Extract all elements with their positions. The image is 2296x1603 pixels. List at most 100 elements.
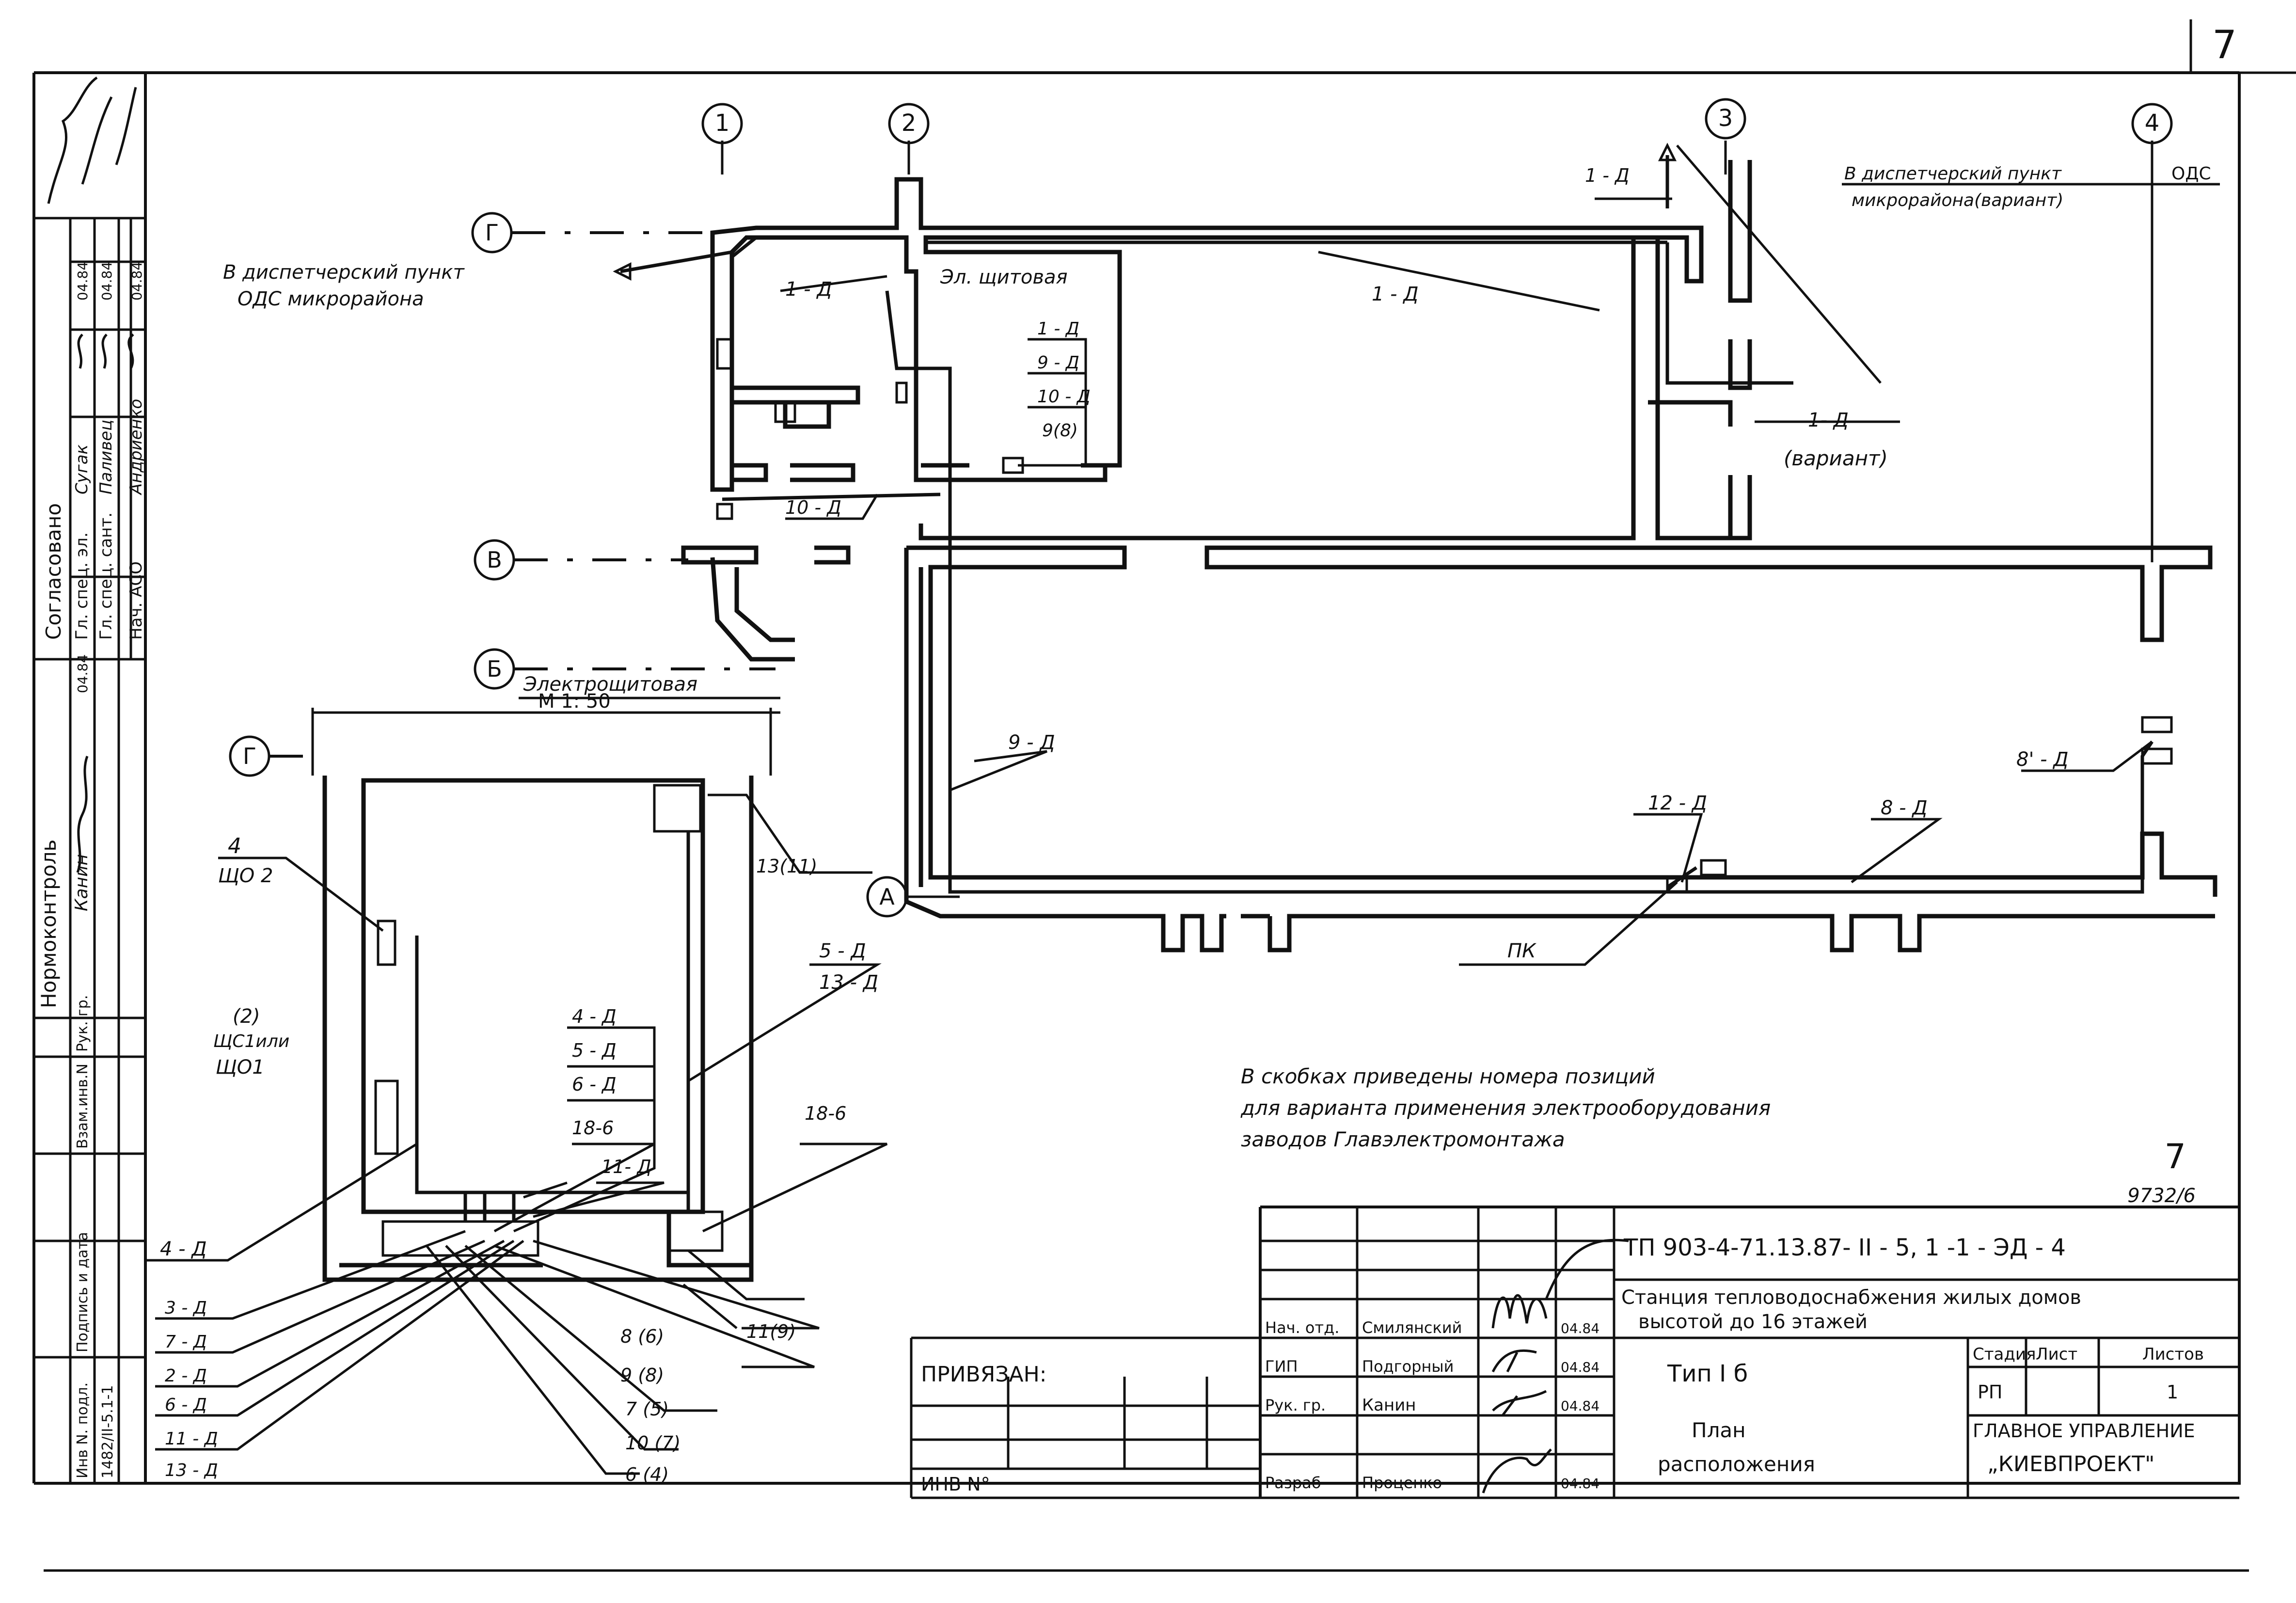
cable-label-1d-b: 1 - Д [1372,283,1419,305]
signer-name-2: Подгорный [1362,1357,1454,1376]
cable-stack-1: 1 - Д [1037,319,1079,339]
cable-label-2d: 2 - Д [165,1366,207,1386]
axis-label-a: А [879,884,895,910]
cable-label-8pd: 8' - Д [2016,748,2069,771]
approval-role-1: Гл. спец. эл. [72,532,92,640]
signer-date-2: 04.84 [1561,1359,1599,1375]
note-remark-2: для варианта применения электрооборудова… [1240,1096,1771,1120]
podpis-label: Подпись и дата [74,1232,91,1353]
sheet-frame [32,19,2296,1572]
equipment-rectangles [716,338,2173,893]
signer-name-4: Проценко [1362,1474,1442,1492]
project-name-2: высотой до 16 этажей [1638,1311,1868,1333]
cable-label-12d: 12 - Д [1648,792,1707,814]
axis-marker-3 [1705,98,1746,140]
signer-role-2: ГИП [1265,1357,1298,1376]
axis-labels: 1 2 3 4 Г В Б А Г [243,105,2159,910]
axis-label-v: В [487,547,502,573]
signer-role-4: Разраб [1265,1474,1321,1492]
privyazan-label: ПРИВЯЗАН: [921,1362,1047,1387]
equipment-num-2: (2) [233,1005,260,1028]
org-name-2: „КИЕВПРОЕКТ" [1987,1452,2154,1476]
cable-label-6d-stack: 6 - Д [572,1074,617,1095]
note-remark-3: заводов Главэлектромонтажа [1241,1127,1565,1151]
cable-label-13d-low: 13 - Д [165,1460,218,1480]
cable-label-9d: 9 - Д [1008,731,1055,754]
device-1 [716,503,733,520]
approval-strip-text: Согласовано Гл. спец. эл. Гл. спец. сант… [37,262,146,1478]
cable-label-18b-mid: 18-6 [572,1117,614,1139]
title-block-lines [910,1206,2239,1499]
axis-marker-1 [701,103,743,144]
cable-label-7d: 7 - Д [165,1332,207,1352]
approval-role-2: Гл. спец. сант. [96,512,116,640]
note-variant: (вариант) [1784,446,1888,470]
stage-label: Стадия [1973,1345,2036,1364]
sheets-total: 1 [2167,1381,2178,1403]
drawing-code: ТП 903-4-71.13.87- II - 5, 1 -1 - ЭД - 4 [1623,1234,2066,1261]
note-remark-1: В скобках приведены номера позиций [1241,1064,1655,1088]
org-name-1: ГЛАВНОЕ УПРАВЛЕНИЕ [1973,1420,2195,1442]
cable-label-5d-stack: 5 - Д [572,1040,617,1061]
approval-date-1: 04.84 [75,262,91,301]
cable-label-10d: 10 - Д [785,497,841,518]
cable-labels: 1 - Д 1 - Д 1 - Д 1- Д 1 - Д 9 - Д 10 - … [160,165,2069,1485]
inv-no-label: ИНВ N° [921,1474,990,1495]
room-labels: Эл. щитовая Электрощитовая М 1: 50 [519,266,1068,713]
pos-label-11-9: 11(9) [746,1321,796,1342]
normcontrol-date: 04.84 [75,654,91,693]
stage-value: РП [1978,1381,2003,1403]
pos-label-9-8: 9 (8) [620,1365,664,1386]
building-type: Тип I б [1667,1360,1748,1387]
approval-name-1: Сугак [72,444,92,494]
vzam-inv-label: Взам.инв.N [74,1063,91,1149]
equipment-labels: 4 ЩО 2 (2) ЩС1или ЩО1 [213,834,289,1079]
device-2 [774,401,796,423]
note-dispatch-right-2: микрорайона(вариант) [1852,190,2063,210]
cable-label-5d: 5 - Д [819,940,866,962]
device-3 [716,338,733,370]
note-dispatch-left-2: ОДС микрорайона [238,288,424,310]
axis-label-g-detail: Г [243,743,256,769]
cable-label-1d-d: 1- Д [1808,409,1849,431]
room-el-switchboard: Эл. щитовая [940,266,1068,288]
note-dispatch-left-1: В диспетчерский пункт [223,261,465,284]
device-4 [895,381,908,404]
axis-label-4: 4 [2145,110,2160,137]
ruk-gr-label: Рук. гр. [74,995,91,1052]
title-block-signatures [1482,1238,1629,1493]
axis-label-2: 2 [902,110,917,137]
normcontrol-name: Канин [72,854,92,911]
equipment-shchs1: ЩС1или [213,1032,289,1051]
cable-label-1d-c: 1 - Д [1585,165,1630,186]
axis-label-1: 1 [715,110,730,137]
cable-label-11d: 11 - Д [165,1429,218,1449]
pos-label-10-7: 10 (7) [625,1432,681,1454]
axis-markers [229,98,2173,918]
cable-stack-3: 10 - Д [1037,387,1091,407]
cable-label-18b-top: 18-6 [805,1103,846,1124]
equipment-shch01: ЩО1 [216,1056,265,1079]
signer-name-1: Смилянский [1362,1318,1462,1337]
equipment-shch02: ЩО 2 [218,865,273,887]
axis-marker-4 [2131,103,2173,144]
equipment-num-4: 4 [228,834,241,858]
item-13-11 [653,784,702,833]
approval-strip [34,217,145,1483]
shch02-panel [377,920,396,966]
cable-routes [613,143,2153,894]
signer-date-4: 04.84 [1561,1476,1599,1492]
cable-label-13-11: 13(11) [756,856,817,877]
leader-lines [145,144,2220,1485]
sheet-ref: 7 [2164,1137,2186,1176]
device-12d-2 [1700,859,1727,876]
cable-label-11d-mid: 11- Д [601,1156,651,1177]
title-block-text: ТП 903-4-71.13.87- II - 5, 1 -1 - ЭД - 4… [921,1234,2204,1495]
signer-role-1: Нач. отд. [1265,1318,1339,1337]
drawing-title-2: расположения [1658,1452,1815,1476]
project-name-1: Станция тепловодоснабжения жилых домов [1621,1286,2081,1309]
cable-label-8d: 8 - Д [1881,797,1928,819]
cable-label-6d: 6 - Д [165,1395,207,1415]
